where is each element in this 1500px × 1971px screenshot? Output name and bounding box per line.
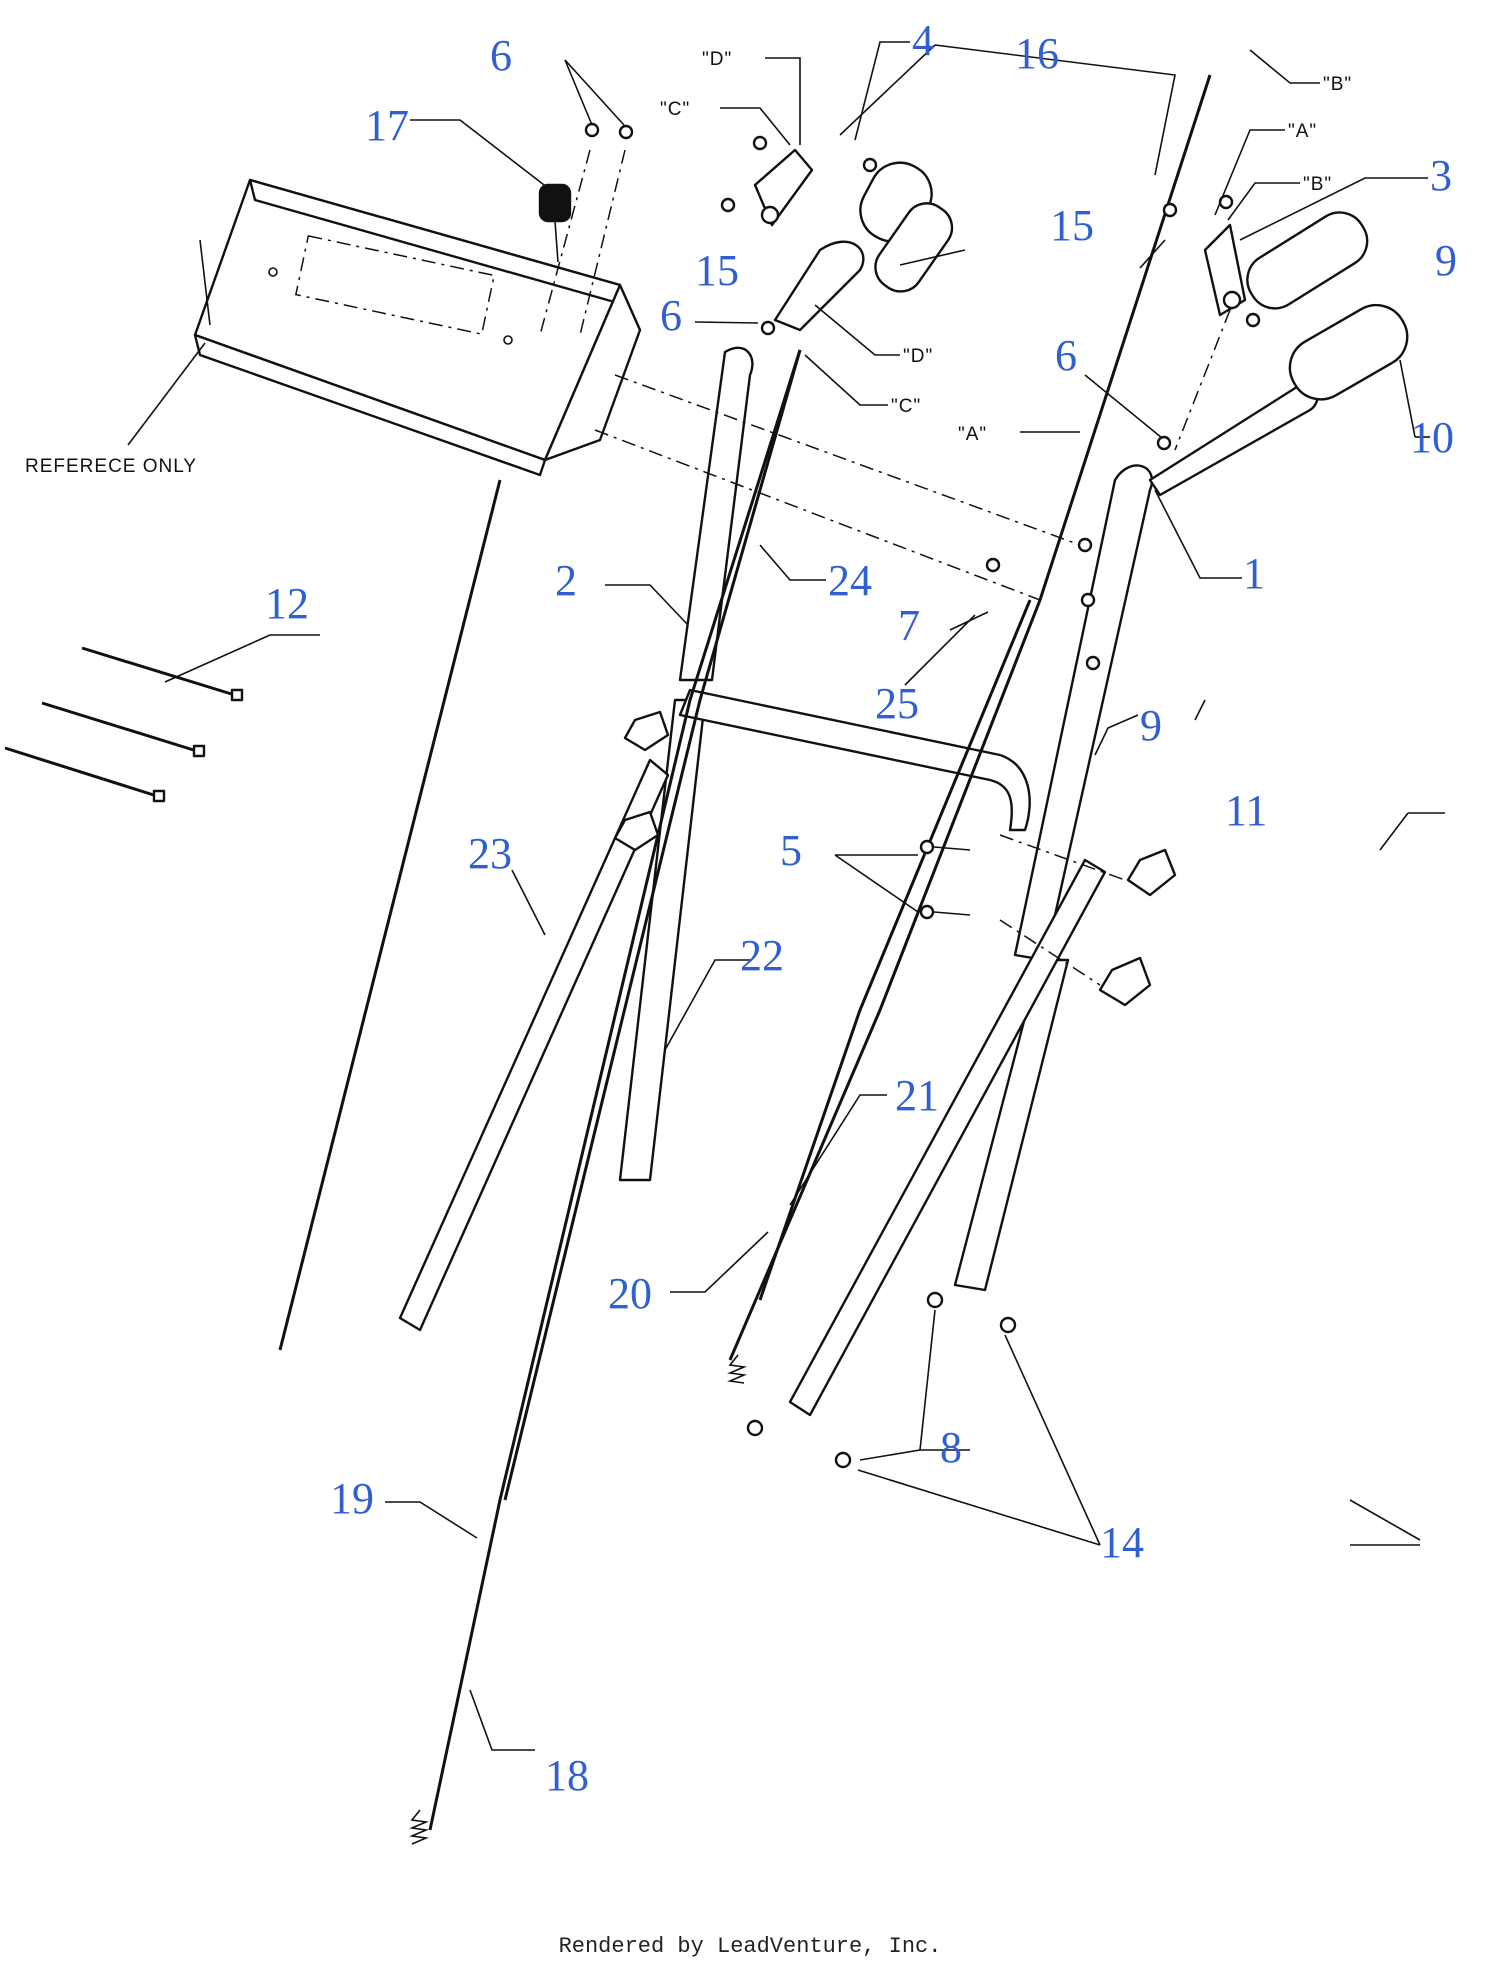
reference-note: REFERECE ONLY <box>25 456 197 477</box>
knob-left-upper <box>623 710 670 752</box>
render-credit: Rendered by LeadVenture, Inc. <box>558 1934 942 1959</box>
part-number-14: 14 <box>1100 1518 1144 1567</box>
left-control-lever <box>753 148 814 227</box>
part-number-22: 22 <box>740 931 784 980</box>
part-number-19: 19 <box>330 1474 374 1523</box>
knob-lower <box>1098 956 1152 1007</box>
part-number-1: 1 <box>1243 549 1265 598</box>
part-number-20: 20 <box>608 1269 652 1318</box>
part-number-25: 25 <box>875 679 919 728</box>
part-number-11: 11 <box>1225 786 1267 835</box>
cable-long <box>728 74 1212 1361</box>
fasteners <box>584 122 1261 1469</box>
reference-leaders <box>720 49 1320 433</box>
part-number-10: 10 <box>1410 413 1454 462</box>
left-lever-grip <box>874 202 954 293</box>
leader-lines <box>164 41 1445 1751</box>
part-number-12: 12 <box>265 579 309 628</box>
part-number-15-left: 15 <box>695 246 739 295</box>
knob-left-lower <box>613 810 660 852</box>
cross-bar <box>678 688 1031 832</box>
reference-c-left: "C" <box>660 99 690 120</box>
part-number-2: 2 <box>555 556 577 605</box>
right-control-lever <box>1203 223 1247 317</box>
part-number-6-left: 6 <box>660 291 682 340</box>
cable-left-2 <box>503 349 802 1501</box>
reference-b-right: "B" <box>1303 174 1332 195</box>
knob-upper <box>1126 848 1177 897</box>
part-number-4: 4 <box>912 16 934 65</box>
part-number-6-top: 6 <box>490 31 512 80</box>
part-number-5: 5 <box>780 826 802 875</box>
left-brace <box>398 758 670 1332</box>
reference-note-leader <box>127 342 206 446</box>
reference-b-top: "B" <box>1323 74 1352 95</box>
part-number-6-right: 6 <box>1055 331 1077 380</box>
reference-d-left: "D" <box>702 49 732 70</box>
part-number-21: 21 <box>895 1071 939 1120</box>
reference-a-mid: "A" <box>958 424 987 445</box>
dashboard-panel <box>193 178 642 477</box>
part-number-15-right: 15 <box>1050 201 1094 250</box>
right-brace <box>788 858 1107 1417</box>
part-number-18: 18 <box>545 1751 589 1800</box>
reference-d-mid: "D" <box>903 346 933 367</box>
part-number-16: 16 <box>1015 29 1059 78</box>
part-number-17: 17 <box>365 101 409 150</box>
cable-left <box>428 349 802 1831</box>
part-number-9-mid: 9 <box>1140 701 1162 750</box>
part-number-7: 7 <box>898 601 920 650</box>
cable-ties <box>4 646 244 803</box>
spring-mid <box>727 1354 747 1384</box>
reference-a-right: "A" <box>1288 121 1317 142</box>
part-number-24: 24 <box>828 556 872 605</box>
spring-bottom <box>409 1809 429 1845</box>
chute-rod <box>278 479 502 1351</box>
right-grip <box>1288 303 1409 401</box>
cable-mid <box>758 599 1032 1301</box>
part-number-3: 3 <box>1430 151 1452 200</box>
part-number-23: 23 <box>468 829 512 878</box>
chute-control-knob <box>538 183 572 263</box>
part-number-9-top: 9 <box>1435 236 1457 285</box>
right-lever-grip <box>1246 211 1369 310</box>
right-upper-handle <box>1013 303 1409 962</box>
reference-c-mid: "C" <box>891 396 921 417</box>
part-number-8: 8 <box>940 1423 962 1472</box>
right-lower-handle <box>953 958 1070 1292</box>
